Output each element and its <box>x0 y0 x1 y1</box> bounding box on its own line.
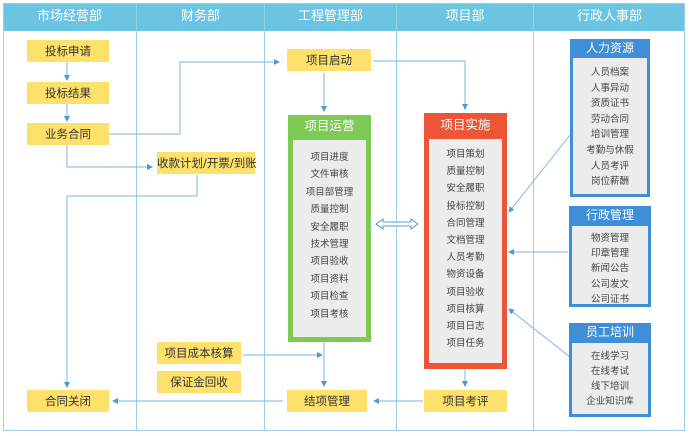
column-header-finance: 财务部 <box>180 9 220 24</box>
project-operation-panel: 项目运营 项目进度 文件审核 项目部管理 质量控制 安全履职 技术管理 项目验收… <box>288 115 371 342</box>
list-item[interactable]: 公司发文 <box>590 278 629 290</box>
list-item[interactable]: 项目资料 <box>310 273 349 285</box>
hr-panel-list: 人员档案 人事异动 资质证书 劳动合同 培训管理 考勤与休假 人员考评 岗位薪酬 <box>573 58 647 194</box>
list-item[interactable]: 物资管理 <box>590 233 629 244</box>
list-item[interactable]: 物资设备 <box>446 269 485 281</box>
column-header-admin: 行政人事部 <box>576 9 642 24</box>
list-item[interactable]: 劳动合同 <box>590 113 629 125</box>
list-item[interactable]: 培训管理 <box>590 129 629 141</box>
project-implementation-panel: 项目实施 项目策划 质量控制 安全履职 投标控制 合同管理 文档管理 人员考勤 … <box>424 113 507 369</box>
arrow-training-to-implementation <box>508 308 571 358</box>
list-item[interactable]: 公司证书 <box>590 293 629 305</box>
list-item[interactable]: 文档管理 <box>446 234 485 246</box>
employee-training-list: 在线学习 在线考试 线下培训 企业知识库 <box>572 343 648 414</box>
list-item[interactable]: 在线考试 <box>590 366 629 377</box>
bidirectional-arrow-icon <box>375 218 419 230</box>
deposit-recovery-box[interactable]: 保证金回收 <box>157 371 241 393</box>
list-item[interactable]: 安全履职 <box>446 183 485 195</box>
list-item[interactable]: 安全履职 <box>310 221 349 233</box>
list-item[interactable]: 文件审核 <box>310 169 349 181</box>
list-item[interactable]: 项目部管理 <box>305 186 354 198</box>
column-header-market: 市场经营部 <box>36 9 102 24</box>
project-start-box[interactable]: 项目启动 <box>287 49 371 71</box>
list-item[interactable]: 项目策划 <box>446 149 485 160</box>
column-divider <box>264 3 265 431</box>
list-item[interactable]: 人员档案 <box>590 67 629 78</box>
list-item[interactable]: 新闻公告 <box>590 263 629 275</box>
arrow-contract-to-collection <box>66 145 153 170</box>
list-item[interactable]: 项目验收 <box>310 256 349 268</box>
arrow-contract-to-start <box>109 59 280 135</box>
project-implementation-list: 项目策划 质量控制 安全履职 投标控制 合同管理 文档管理 人员考勤 物资设备 … <box>429 139 502 363</box>
arrow-start-to-implementation <box>373 60 468 110</box>
admin-management-panel: 行政管理 物资管理 印章管理 新闻公告 公司发文 公司证书 <box>569 206 651 307</box>
contract-box[interactable]: 业务合同 <box>27 123 109 145</box>
hr-panel: 人力资源 人员档案 人事异动 资质证书 劳动合同 培训管理 考勤与休假 人员考评… <box>570 39 650 197</box>
list-item[interactable]: 投标控制 <box>446 200 485 212</box>
admin-management-title: 行政管理 <box>585 208 634 222</box>
list-item[interactable]: 质量控制 <box>310 204 349 216</box>
cost-accounting-box[interactable]: 项目成本核算 <box>157 342 241 364</box>
project-implementation-title: 项目实施 <box>440 117 491 132</box>
closing-box[interactable]: 结项管理 <box>287 390 367 412</box>
list-item[interactable]: 印章管理 <box>590 248 629 260</box>
bid-apply-box[interactable]: 投标申请 <box>27 40 109 62</box>
list-item[interactable]: 在线学习 <box>590 351 629 362</box>
list-item[interactable]: 项目进度 <box>310 152 349 163</box>
column-divider <box>136 3 137 431</box>
bid-result-box[interactable]: 投标结果 <box>27 82 109 104</box>
column-header-project: 项目部 <box>445 9 485 24</box>
project-operation-title: 项目运营 <box>304 118 355 133</box>
list-item[interactable]: 项目任务 <box>446 338 485 350</box>
collection-plan-box[interactable]: 收款计划/开票/到账 <box>157 152 257 174</box>
hr-panel-title: 人力资源 <box>585 41 634 55</box>
list-item[interactable]: 项目日志 <box>446 320 485 332</box>
list-item[interactable]: 技术管理 <box>310 238 349 250</box>
project-operation-list: 项目进度 文件审核 项目部管理 质量控制 安全履职 技术管理 项目验收 项目资料… <box>293 140 366 337</box>
list-item[interactable]: 线下培训 <box>590 381 629 392</box>
list-item[interactable]: 企业知识库 <box>586 396 634 407</box>
swimlane-header <box>3 3 685 31</box>
list-item[interactable]: 岗位薪酬 <box>590 176 629 188</box>
list-item[interactable]: 人事异动 <box>590 82 629 94</box>
swimlane-frame <box>3 3 685 431</box>
list-item[interactable]: 合同管理 <box>446 217 485 229</box>
arrow-collection-to-close <box>64 175 198 388</box>
column-divider <box>533 3 534 431</box>
list-item[interactable]: 项目核算 <box>446 303 485 315</box>
list-item[interactable]: 项目检查 <box>310 291 349 303</box>
list-item[interactable]: 项目考核 <box>310 308 349 320</box>
list-item[interactable]: 人员考勤 <box>446 252 485 264</box>
column-header-engineering: 工程管理部 <box>297 9 363 24</box>
list-item[interactable]: 资质证书 <box>590 98 629 110</box>
arrow-hr-to-implementation <box>508 134 571 213</box>
contract-close-box[interactable]: 合同关闭 <box>27 390 109 412</box>
column-divider <box>396 3 397 431</box>
list-item[interactable]: 质量控制 <box>446 166 485 178</box>
list-item[interactable]: 人员考评 <box>590 160 629 172</box>
list-item[interactable]: 项目验收 <box>446 286 485 298</box>
employee-training-title: 员工培训 <box>585 325 634 339</box>
admin-management-list: 物资管理 印章管理 新闻公告 公司发文 公司证书 <box>572 226 648 305</box>
project-evaluation-box[interactable]: 项目考评 <box>424 390 507 412</box>
employee-training-panel: 员工培训 在线学习 在线考试 线下培训 企业知识库 <box>569 323 651 417</box>
list-item[interactable]: 考勤与休假 <box>586 144 634 156</box>
